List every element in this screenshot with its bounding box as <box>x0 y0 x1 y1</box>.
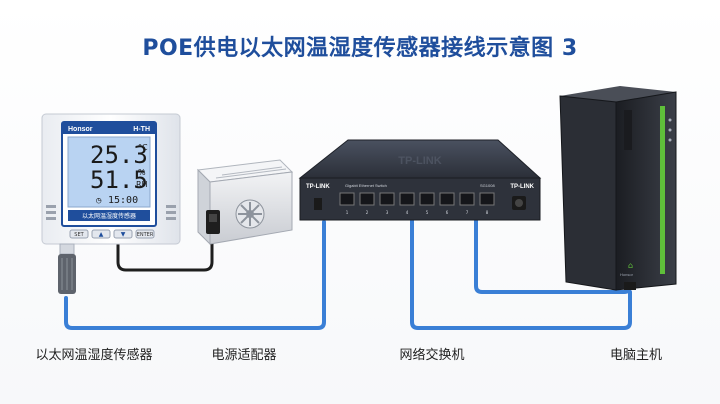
network-switch: TP-LINK TP-LINK Gigabit Ethernet Switch … <box>298 139 542 221</box>
switch-port-number: 1 <box>346 210 349 215</box>
sensor-caption: 以太网温湿度传感器 <box>82 212 136 220</box>
cable-sensor-to-adapter <box>64 220 326 330</box>
home-icon: ⌂ <box>628 261 633 270</box>
switch-top-logo: TP-LINK <box>398 155 441 167</box>
switch-port-number: 8 <box>486 210 489 215</box>
sensor-button-up: ▲ <box>99 231 104 238</box>
pc-brand: Honsor <box>620 272 634 277</box>
label-sensor: 以太网温湿度传感器 <box>35 348 153 363</box>
switch-port <box>479 192 495 206</box>
cables <box>64 216 632 330</box>
switch-model-code: SG1008 <box>480 183 495 188</box>
switch-brand-right: TP-LINK <box>510 184 534 190</box>
switch-ports: 1 2 3 4 5 6 7 8 <box>339 192 495 215</box>
label-switch: 网络交换机 <box>399 348 465 363</box>
diagram-title: POE供电以太网温湿度传感器接线示意图 3 <box>142 36 578 61</box>
switch-port-number: 7 <box>466 210 469 215</box>
switch-port-number: 6 <box>446 210 449 215</box>
temperature-unit: °C <box>138 143 148 152</box>
sensor-button-down: ▼ <box>121 231 126 238</box>
sensor-button-set: SET <box>74 232 84 238</box>
cable-switch-left <box>410 216 632 330</box>
switch-port-number: 4 <box>406 210 409 215</box>
switch-port <box>439 192 455 206</box>
temperature-reading: 25.3 <box>90 141 148 169</box>
sensor-button-enter: ENTER <box>137 232 154 238</box>
label-adapter: 电源适配器 <box>211 348 277 363</box>
switch-port-number: 3 <box>386 210 389 215</box>
sensor-brand: Honsor <box>68 126 93 133</box>
sensor-model: H-TH <box>133 126 150 133</box>
sensor-button-row: SET ▲ ▼ ENTER <box>69 229 155 239</box>
humidity-unit-rh: RH <box>136 180 148 189</box>
switch-port <box>459 192 475 206</box>
humidity-reading: 51.5 <box>90 166 148 194</box>
pc-tower: ⌂ Honsor <box>559 86 677 291</box>
switch-port <box>339 192 355 206</box>
switch-brand-left: TP-LINK <box>306 184 330 190</box>
sensor-device: Honsor H-TH 25.3 °C 51.5 % RH ◷ 15:00 以太… <box>41 113 181 294</box>
humidity-unit-percent: % <box>138 168 146 177</box>
switch-port <box>379 192 395 206</box>
switch-port-number: 5 <box>426 210 429 215</box>
switch-port <box>419 192 435 206</box>
power-adapter <box>196 159 294 246</box>
switch-model-text: Gigabit Ethernet Switch <box>345 183 387 188</box>
sensor-probe <box>58 243 76 294</box>
time-reading: 15:00 <box>108 195 138 206</box>
cable-adapter-power <box>116 236 214 272</box>
pc-green-strip <box>660 106 665 274</box>
switch-power-led <box>314 198 322 210</box>
label-pc: 电脑主机 <box>609 348 662 363</box>
switch-port-number: 2 <box>366 210 369 215</box>
switch-port <box>399 192 415 206</box>
switch-port <box>359 192 375 206</box>
clock-icon: ◷ <box>96 196 102 206</box>
sensor-side-vents <box>46 205 176 220</box>
